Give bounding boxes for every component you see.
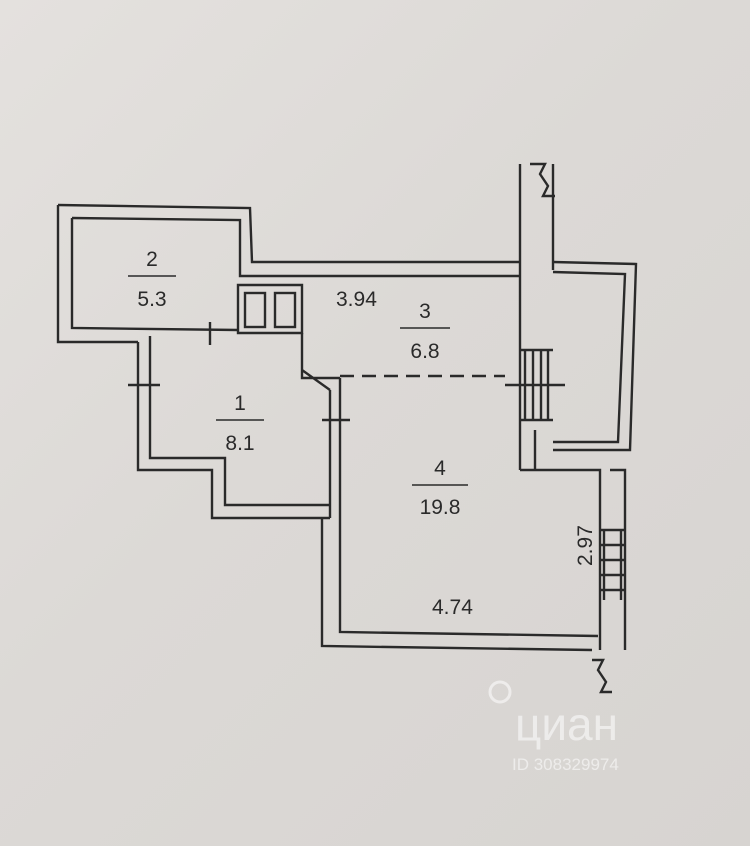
room-3-area: 6.8 [410, 340, 439, 363]
fixture-right [273, 291, 297, 329]
break-top [530, 162, 555, 198]
dimension-top: 3.94 [336, 288, 377, 311]
break-bottom [592, 658, 612, 694]
wall-column [518, 164, 602, 650]
dimension-bottom: 4.74 [432, 596, 473, 619]
fixture-left [243, 291, 267, 329]
wall-room-2-inner [71, 216, 520, 278]
dimension-right: 2.97 [574, 525, 597, 566]
wall-room-1-right [328, 378, 342, 518]
wall-left-inner [70, 218, 239, 332]
room-4-area: 19.8 [420, 496, 461, 519]
watermark: циан ID 308329974 [488, 680, 619, 774]
watermark-logo-icon [488, 680, 512, 704]
wall-right-room [552, 260, 638, 452]
wall-room-4-left [320, 505, 599, 652]
watermark-brand: циан [515, 698, 618, 750]
wall-partition-3-1 [300, 333, 340, 391]
room-4-number: 4 [434, 457, 446, 480]
room-label-4: 4 19.8 [412, 457, 468, 519]
room-3-number: 3 [419, 300, 431, 323]
room-1-number: 1 [234, 392, 246, 415]
wall-room-1-outer [136, 342, 330, 520]
watermark-id: ID 308329974 [512, 755, 619, 774]
wall-room-1-inner [148, 336, 330, 507]
room-2-number: 2 [146, 248, 158, 271]
wall-room-2-outer [57, 203, 520, 264]
room-1-area: 8.1 [225, 432, 254, 455]
room-label-3: 3 6.8 [400, 300, 450, 363]
room-label-2: 2 5.3 [128, 248, 176, 311]
wall-left-outer [56, 205, 138, 344]
room-label-1: 1 8.1 [216, 392, 264, 455]
window-right [600, 528, 625, 600]
room-2-area: 5.3 [137, 288, 166, 311]
